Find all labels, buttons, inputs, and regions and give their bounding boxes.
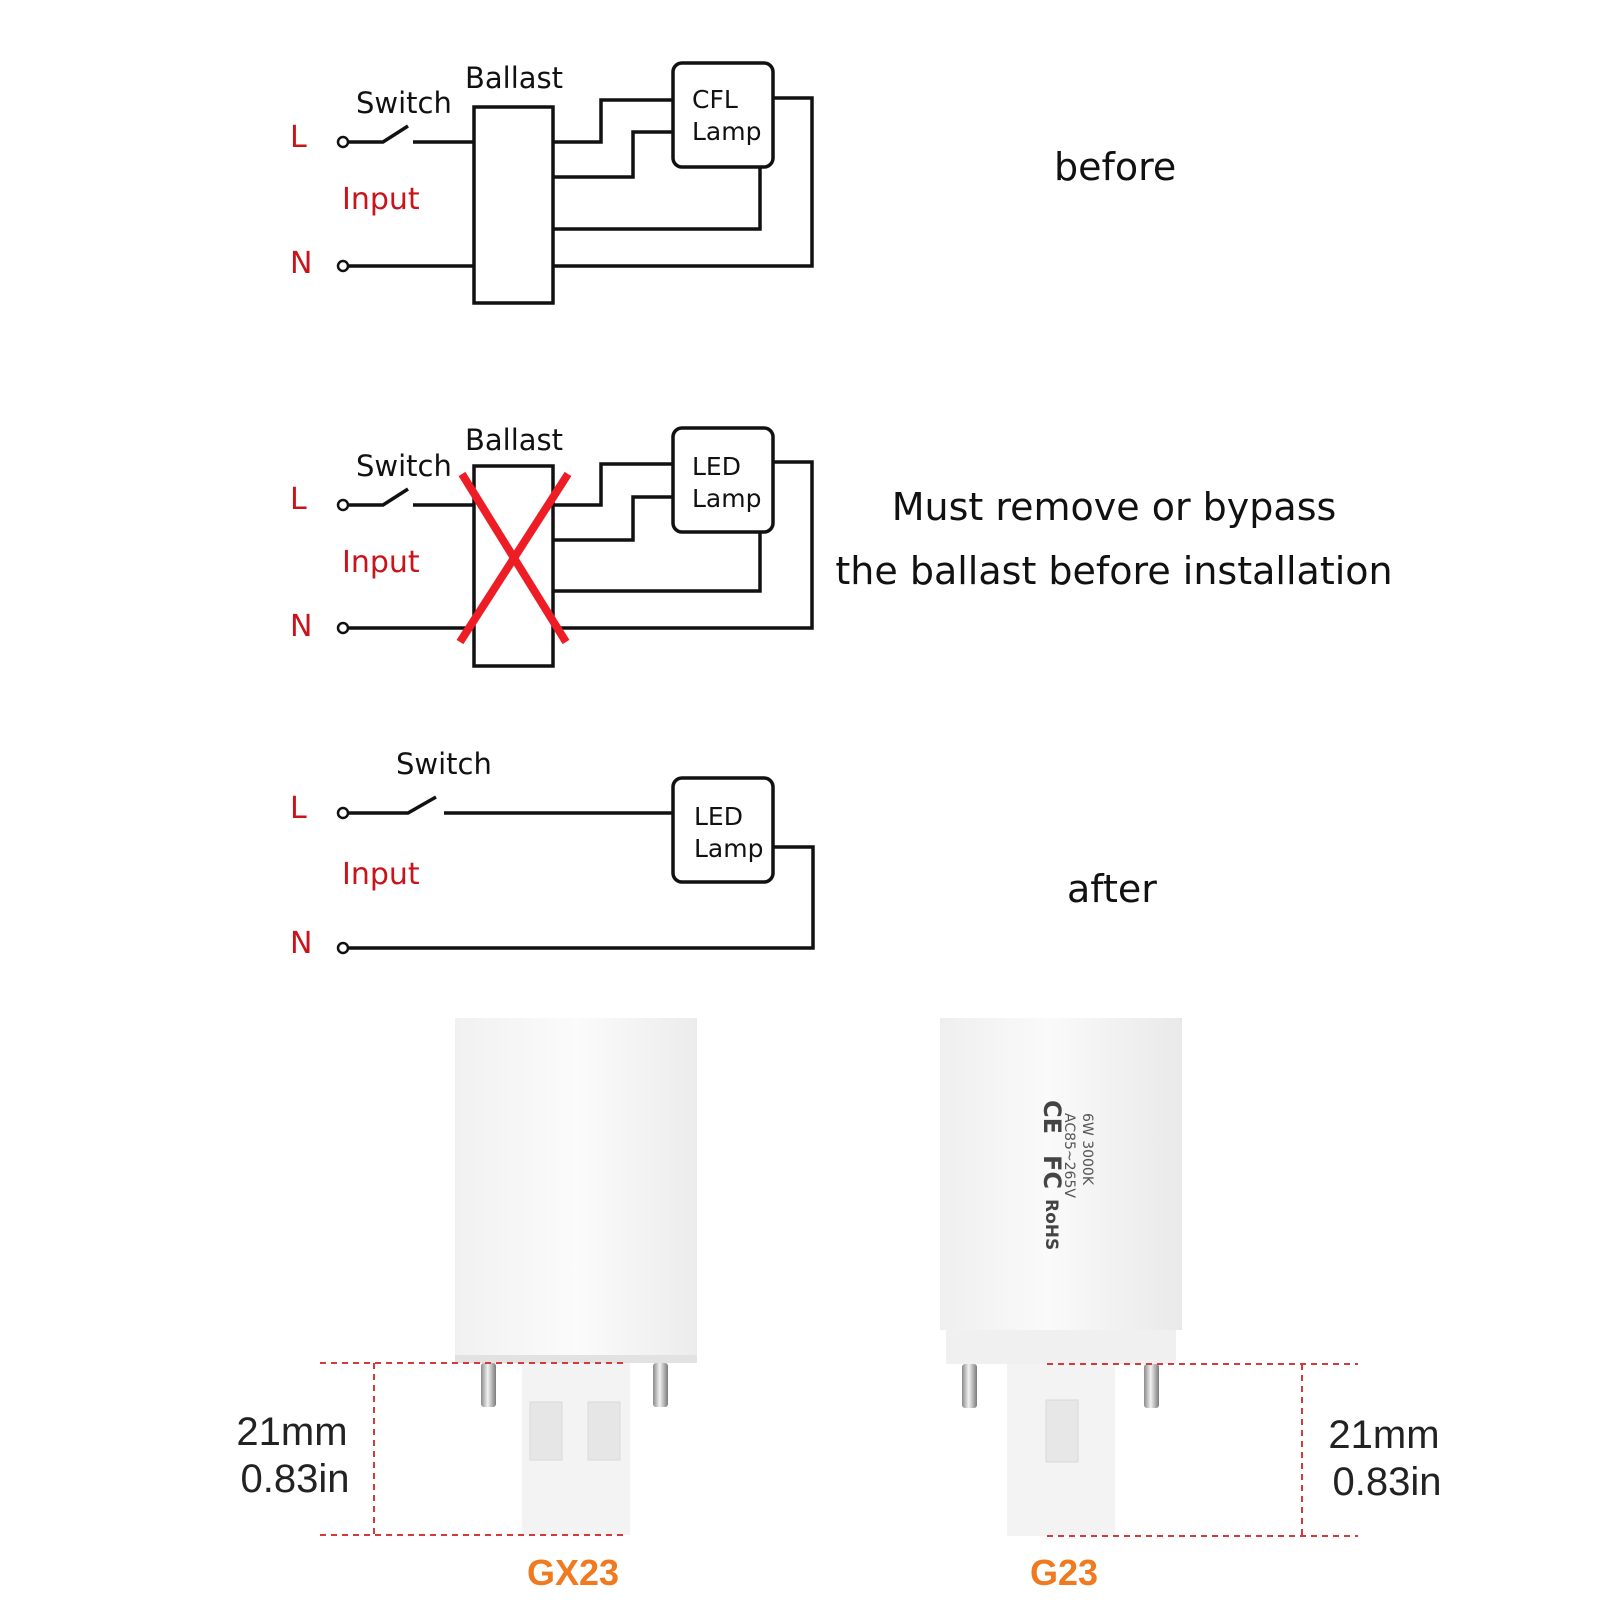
spec-line-2: AC85~265V [1061,1113,1077,1198]
switch-label: Switch [356,86,452,120]
dim-left-mm: 21mm [236,1410,347,1454]
plug-tab-right [587,1401,621,1461]
n-terminal [336,621,350,635]
dimension-labels: 21mm 0.83in 21mm 0.83in GX23 G23 [236,1410,1441,1593]
ce-mark: CE [1038,1100,1066,1134]
switch-contact [348,795,437,815]
ballast-label: Ballast [465,61,563,95]
l-terminal [336,498,350,512]
switch-label: Switch [356,449,452,483]
ballast-lamp-wire-3 [553,532,762,593]
ballast-lamp-wire-1 [553,462,673,507]
pin-left [481,1363,496,1407]
lamp-box [671,426,775,534]
bulb-right-g23: CE FC RoHS 6W 3000K AC85~265V [940,1018,1182,1536]
fc-mark: FC [1038,1155,1066,1189]
n-label: N [290,609,312,644]
ballast-lamp-wire-1 [553,98,673,144]
socket-label-g23: G23 [1030,1552,1098,1593]
pin-right [653,1363,668,1407]
caption-bypass-line1: Must remove or bypass [892,485,1337,529]
bulb-body-edge [455,1355,697,1363]
bulb-left-gx23 [455,1018,697,1535]
dim-left-in: 0.83in [241,1457,350,1501]
ballast-lamp-wire-2 [553,495,673,542]
lamp-label-line2: Lamp [692,117,761,146]
pin-left [962,1364,977,1408]
socket-label-gx23: GX23 [527,1552,619,1593]
l-terminal [336,806,350,820]
n-terminal [336,259,350,273]
caption-after: after [1067,867,1157,911]
l-label: L [290,791,307,826]
plug-tab [1045,1399,1079,1463]
ballast-lamp-wire-4 [553,96,814,268]
lamp-label-line2: Lamp [692,484,761,513]
ballast-lamp-wire-4 [553,460,814,630]
diagram-after: L N Input Switch LED Lamp after [290,747,1157,961]
ballast-box [472,464,555,668]
remove-cross-icon [456,471,572,645]
diagram-before: L N Input Switch Ballast CFL Lamp before [290,61,1176,305]
ballast-lamp-wire-3 [553,167,762,231]
bulb-collar [946,1330,1176,1364]
l-label: L [290,120,307,155]
dim-right-mm: 21mm [1328,1413,1439,1457]
bulb-body [455,1018,697,1363]
l-terminal [336,135,350,149]
input-label: Input [342,182,420,217]
n-wire [348,845,815,950]
lamp-label-line1: LED [692,452,741,481]
switch-label: Switch [396,747,492,781]
plug-tab-left [529,1401,563,1461]
input-label: Input [342,545,420,580]
diagram-bypass: L N Input Switch Ballast LED Lamp Must r… [290,423,1393,668]
ballast-label: Ballast [465,423,563,457]
lamp-label-line1: CFL [692,85,738,114]
n-terminal [336,941,350,955]
caption-before: before [1054,145,1176,189]
lamp-label-line1: LED [694,802,743,831]
ballast-box [472,105,555,305]
dimension-lines [320,1362,1358,1537]
switch-contact [348,124,409,144]
lamp-box [671,61,775,169]
caption-bypass-line2: the ballast before installation [835,549,1392,593]
switch-contact [348,487,409,507]
dim-right-in: 0.83in [1333,1460,1442,1504]
l-label: L [290,482,307,517]
n-label: N [290,246,312,281]
bulb-body [940,1018,1182,1330]
lamp-box [671,776,775,884]
ballast-lamp-wire-2 [553,130,673,179]
input-label: Input [342,857,420,892]
n-label: N [290,926,312,961]
spec-line-1: 6W 3000K [1079,1113,1095,1186]
lamp-label-line2: Lamp [694,834,763,863]
rohs-mark: RoHS [1041,1199,1061,1250]
pin-right [1144,1364,1159,1408]
